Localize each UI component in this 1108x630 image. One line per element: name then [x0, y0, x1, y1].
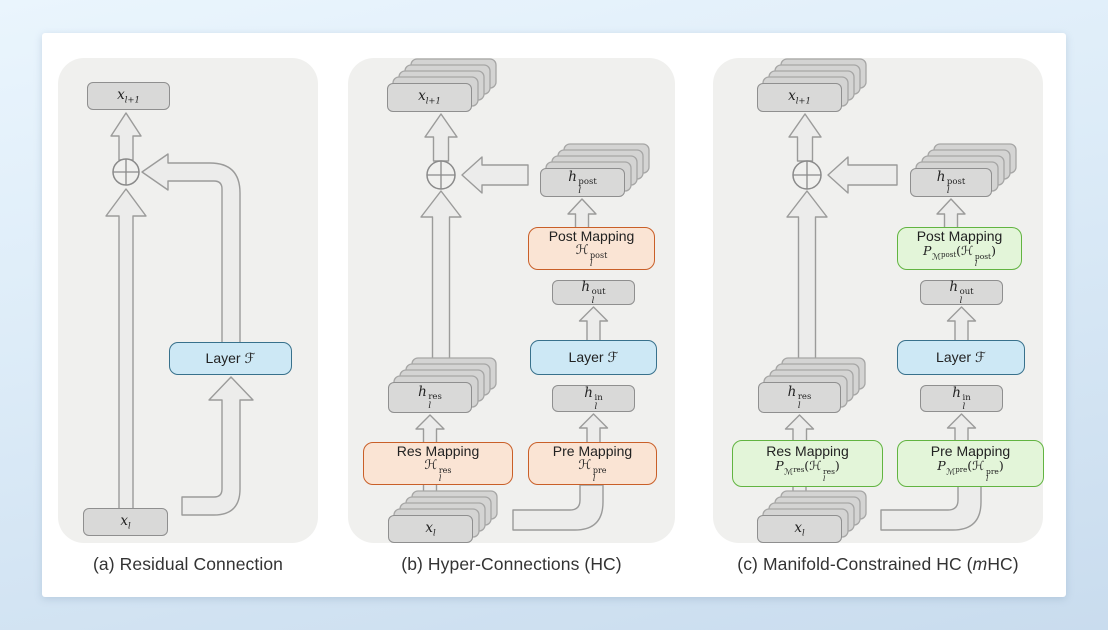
hpost-to-sum-arrow: [827, 156, 898, 194]
x-next-box: xl+1: [757, 83, 842, 112]
sum-to-output-arrow: [424, 113, 458, 162]
x-next-label: xl+1: [418, 88, 441, 107]
post-mapping-title: Post Mapping: [548, 227, 635, 244]
script-P-symbol: P: [937, 458, 946, 474]
x-input-box: xl: [757, 515, 842, 543]
panel-a-arrows: [105, 112, 254, 516]
layer-label: Layer ℱ: [568, 349, 619, 366]
layer-box: Layer ℱ: [530, 340, 657, 375]
x-input-label: xl: [425, 519, 436, 539]
layer-to-hout-arrow: [578, 306, 609, 342]
premapping-to-hin-arrow: [578, 413, 609, 444]
sum-icon: [112, 158, 140, 186]
panel-residual-connection: xl+1 Layer ℱ xl: [58, 58, 318, 543]
hpost-to-sum-arrow: [461, 156, 529, 194]
post-mapping-title: Post Mapping: [916, 227, 1003, 244]
layer-output-bent-arrow: [141, 153, 241, 345]
postmapping-to-hpost-arrow: [936, 198, 966, 229]
caption-c: (c) Manifold-Constrained HC (mHC): [737, 554, 1019, 574]
script-P-symbol: P: [775, 458, 784, 474]
xl-to-premapping-bent-pipe: [512, 484, 604, 531]
script-F-symbol: ℱ: [244, 351, 256, 367]
layer-to-hout-arrow: [946, 306, 977, 342]
resmapping-to-hres-arrow: [784, 414, 815, 442]
sum-to-output-arrow: [110, 112, 142, 161]
x-input-label: xl: [794, 519, 805, 539]
sum-icon: [792, 160, 822, 190]
sum-icon: [426, 160, 456, 190]
script-F-symbol: ℱ: [607, 350, 619, 366]
postmapping-to-hpost-arrow: [567, 198, 597, 229]
panel-a-column: xl+1 Layer ℱ xl (a) Residual Connection: [58, 58, 318, 575]
sum-to-output-arrow: [788, 113, 822, 162]
layer-box: Layer ℱ: [169, 342, 292, 375]
figure-card: xl+1 Layer ℱ xl (a) Residual Connection: [42, 33, 1066, 597]
premapping-to-hin-arrow: [946, 413, 977, 442]
x-next-box: xl+1: [87, 82, 170, 110]
layer-input-bent-pipe: [181, 376, 254, 516]
pre-mapping-title: Pre Mapping: [930, 442, 1011, 459]
script-F-symbol: ℱ: [974, 350, 986, 366]
layer-label: Layer ℱ: [205, 350, 256, 367]
layer-label: Layer ℱ: [936, 349, 986, 366]
res-mapping-title: Res Mapping: [396, 442, 480, 459]
x-next-label: xl+1: [117, 86, 140, 106]
xl-to-premapping-bent-pipe: [880, 485, 982, 531]
script-P-symbol: P: [923, 243, 932, 259]
residual-up-arrow: [786, 190, 828, 379]
x-input-box: xl: [83, 508, 168, 536]
caption-a: (a) Residual Connection: [92, 554, 284, 574]
x-next-label: xl+1: [788, 88, 811, 107]
resmapping-to-hres-arrow: [415, 414, 445, 444]
x-input-label: xl: [120, 512, 131, 532]
pre-mapping-title: Pre Mapping: [552, 442, 633, 459]
layer-box: Layer ℱ: [897, 340, 1025, 375]
residual-up-arrow: [420, 190, 462, 379]
residual-up-arrow: [105, 188, 147, 511]
res-mapping-title: Res Mapping: [766, 442, 849, 459]
x-next-box: xl+1: [387, 83, 472, 112]
x-input-box: xl: [388, 515, 473, 543]
caption-b: (b) Hyper-Connections (HC): [401, 554, 622, 574]
